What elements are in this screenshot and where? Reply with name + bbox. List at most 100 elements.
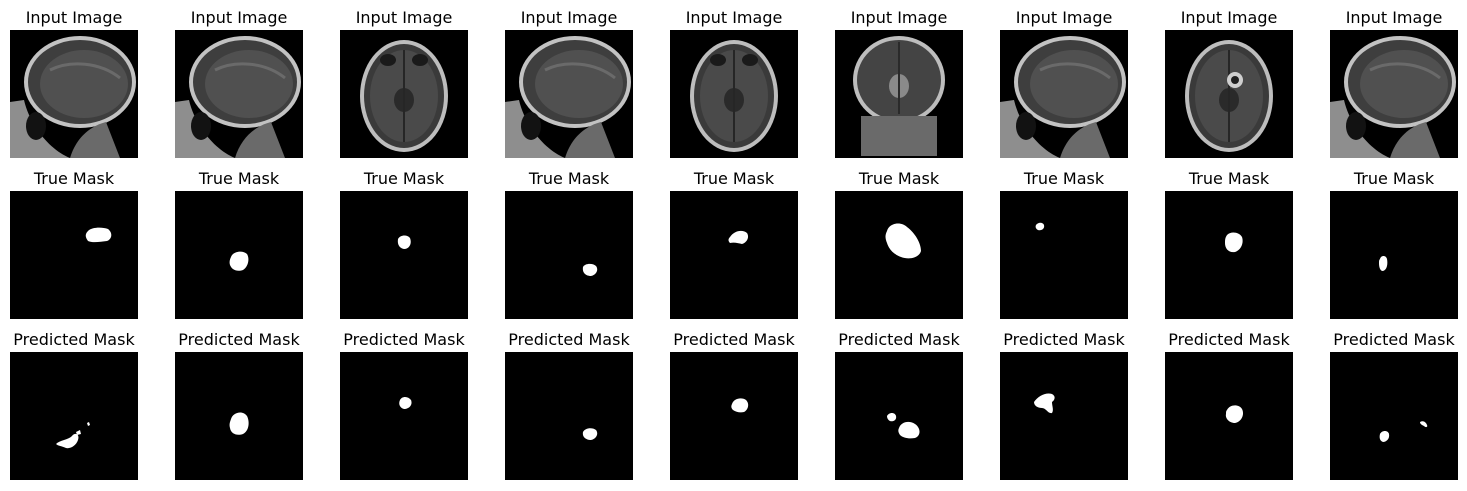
image-frame bbox=[1000, 352, 1128, 480]
mask-region bbox=[56, 433, 79, 449]
mri-slice bbox=[690, 40, 778, 152]
mri-slice bbox=[1330, 36, 1456, 158]
mask-image bbox=[885, 223, 921, 259]
image-frame bbox=[175, 30, 303, 158]
mask-image bbox=[85, 227, 112, 243]
mri-slice bbox=[175, 36, 301, 158]
panel-title: True Mask bbox=[858, 169, 940, 188]
mask-image bbox=[397, 235, 411, 249]
image-frame bbox=[340, 352, 468, 480]
image-frame bbox=[835, 30, 963, 158]
mask-image bbox=[582, 263, 598, 276]
image-frame bbox=[1330, 191, 1458, 319]
mask-image bbox=[1035, 222, 1045, 231]
mask-image bbox=[229, 412, 249, 435]
panel-title: Predicted Mask bbox=[838, 330, 960, 349]
panel-title: Input Image bbox=[1345, 8, 1443, 27]
panel-title: Input Image bbox=[190, 8, 288, 27]
mask-image bbox=[582, 428, 598, 440]
panel-title: Predicted Mask bbox=[1003, 330, 1125, 349]
panel-title: Input Image bbox=[25, 8, 123, 27]
image-frame bbox=[175, 352, 303, 480]
mask-region bbox=[582, 263, 598, 276]
mask-image bbox=[229, 251, 249, 271]
image-frame bbox=[175, 191, 303, 319]
mask-image bbox=[728, 230, 749, 244]
image-frame bbox=[10, 352, 138, 480]
image-frame bbox=[340, 191, 468, 319]
mask-image bbox=[1225, 405, 1244, 423]
image-frame bbox=[1165, 191, 1293, 319]
mask-region bbox=[898, 421, 920, 439]
mask-region bbox=[76, 430, 81, 435]
panel-title: True Mask bbox=[363, 169, 445, 188]
panel-title: True Mask bbox=[1188, 169, 1270, 188]
panel-title: Predicted Mask bbox=[1333, 330, 1455, 349]
mask-image bbox=[887, 413, 920, 439]
image-frame bbox=[10, 191, 138, 319]
image-frame bbox=[505, 191, 633, 319]
mri-slice bbox=[505, 36, 631, 158]
mask-image bbox=[731, 398, 749, 413]
mask-region bbox=[1225, 405, 1244, 423]
image-frame bbox=[505, 30, 633, 158]
mri-slice bbox=[1185, 40, 1273, 152]
image-frame bbox=[1000, 191, 1128, 319]
mask-region bbox=[728, 230, 749, 244]
panel-title: Predicted Mask bbox=[178, 330, 300, 349]
mri-slice bbox=[853, 36, 945, 156]
mask-region bbox=[399, 397, 412, 409]
image-frame bbox=[1330, 352, 1458, 480]
mask-region bbox=[397, 235, 411, 249]
image-frame bbox=[1165, 352, 1293, 480]
image-frame bbox=[670, 352, 798, 480]
image-frame bbox=[10, 30, 138, 158]
mask-region bbox=[229, 251, 249, 271]
image-frame bbox=[1000, 30, 1128, 158]
mask-image bbox=[1225, 232, 1243, 253]
panel-title: True Mask bbox=[1353, 169, 1435, 188]
mask-region bbox=[87, 422, 90, 426]
panel-title: Input Image bbox=[685, 8, 783, 27]
panel-title: True Mask bbox=[528, 169, 610, 188]
image-frame bbox=[835, 352, 963, 480]
mask-image bbox=[56, 422, 90, 449]
image-frame bbox=[670, 191, 798, 319]
panel-title: Input Image bbox=[520, 8, 618, 27]
panel-title: True Mask bbox=[693, 169, 775, 188]
panel-title: Input Image bbox=[355, 8, 453, 27]
mask-region bbox=[1034, 393, 1055, 414]
mri-slice bbox=[10, 36, 136, 158]
panel-title: Predicted Mask bbox=[508, 330, 630, 349]
mask-region bbox=[1379, 256, 1388, 271]
mask-region bbox=[1225, 232, 1243, 253]
panel-title: Input Image bbox=[1180, 8, 1278, 27]
mask-image bbox=[399, 397, 412, 409]
image-frame bbox=[340, 30, 468, 158]
mask-region bbox=[229, 412, 249, 435]
image-frame bbox=[670, 30, 798, 158]
mask-region bbox=[731, 398, 749, 413]
mask-region bbox=[887, 413, 897, 422]
image-frame bbox=[1330, 30, 1458, 158]
mask-region bbox=[1420, 421, 1428, 428]
mask-image bbox=[1379, 256, 1388, 271]
image-frame bbox=[835, 191, 963, 319]
mask-image bbox=[1379, 421, 1428, 442]
mask-image bbox=[1034, 393, 1055, 414]
mask-region bbox=[1035, 222, 1045, 231]
panel-title: Input Image bbox=[850, 8, 948, 27]
panel-title: Predicted Mask bbox=[1168, 330, 1290, 349]
mri-slice bbox=[360, 40, 448, 152]
panel-title: Predicted Mask bbox=[673, 330, 795, 349]
image-frame bbox=[1165, 30, 1293, 158]
mri-slice bbox=[1000, 36, 1126, 158]
mask-region bbox=[85, 227, 112, 243]
panel-title: True Mask bbox=[1023, 169, 1105, 188]
panel-title: True Mask bbox=[198, 169, 280, 188]
panel-title: Predicted Mask bbox=[343, 330, 465, 349]
panel-title: Input Image bbox=[1015, 8, 1113, 27]
image-frame bbox=[505, 352, 633, 480]
mask-region bbox=[885, 223, 921, 259]
